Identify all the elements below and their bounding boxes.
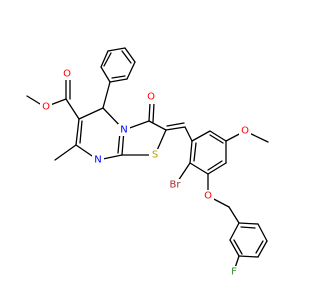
atom-labels: O O O N N S O Br O F [40,68,251,278]
methylidene-bridge [165,122,193,142]
phenyl-ring [100,47,136,109]
atom-o-ester-methoxy: O [42,102,50,113]
atom-bromine: Br [170,180,182,191]
atom-s-thiazole: S [152,150,158,161]
atom-n-bridgehead: N [120,125,127,136]
fluorophenyl-ring [229,222,268,272]
bonds [26,47,269,272]
atom-o-ketone: O [147,92,155,103]
atom-o-aryl-methoxy: O [241,126,249,137]
atom-o-ester-carbonyl: O [63,69,71,80]
molecule-structure: O O O N N S O Br O F [26,47,269,278]
molecule-drawing: O O O N N S O Br O F [26,47,269,278]
atom-fluorine: F [231,267,237,278]
pyrimidine-ring [75,107,125,161]
atom-o-benzyloxy: O [204,191,212,202]
atom-n-ring: N [94,155,101,166]
bond-methyl [54,144,77,161]
bond-c5-phenyl [102,81,111,109]
methyl-ester [26,78,80,120]
central-aryl-ring [189,130,227,175]
